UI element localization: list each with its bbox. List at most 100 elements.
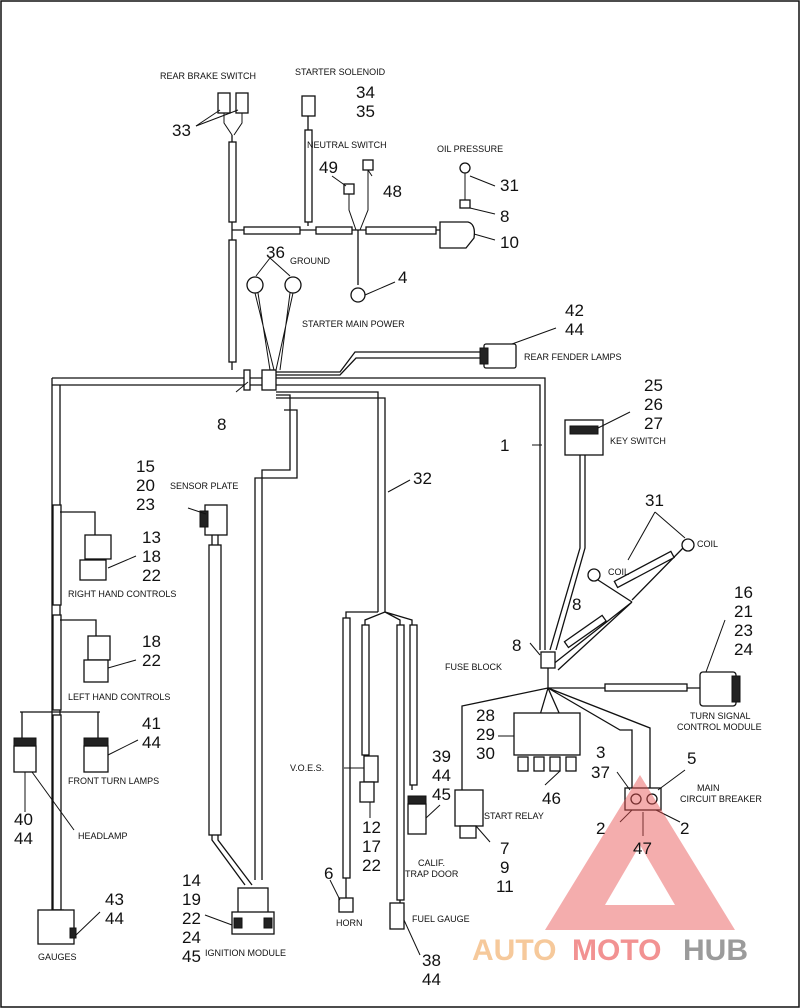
callout-33: 33 xyxy=(172,121,191,140)
label-front-turn-lamps: FRONT TURN LAMPS xyxy=(68,776,159,786)
watermark-triangle xyxy=(545,775,735,930)
callout-gauges-1: 43 xyxy=(105,890,124,909)
callout-solenoid-2: 35 xyxy=(356,102,375,121)
callout-calif-3: 45 xyxy=(432,785,451,804)
callout-ign-3: 22 xyxy=(182,909,201,928)
label-coil-b: COIL xyxy=(608,567,629,577)
callout-relay-3: 11 xyxy=(496,877,514,896)
key-switch-body xyxy=(564,419,604,456)
callout-turn-3: 23 xyxy=(734,621,753,640)
oil-pressure-sender xyxy=(439,221,476,249)
callout-calif-2: 44 xyxy=(432,766,451,785)
callout-key-1: 25 xyxy=(644,376,663,395)
callout-4: 4 xyxy=(398,268,407,287)
oil-pressure-terminal xyxy=(459,162,471,174)
callout-fender-2: 44 xyxy=(565,320,584,339)
callout-fuel-2: 44 xyxy=(422,970,441,989)
callout-relay-1: 7 xyxy=(500,839,509,858)
callout-relay-2: 9 xyxy=(500,858,509,877)
watermark-auto: AUTO xyxy=(472,934,556,967)
callout-sensor-2: 20 xyxy=(136,476,155,495)
fuel-gauge-connector xyxy=(389,902,405,930)
starter-solenoid xyxy=(301,95,316,117)
callout-voes-1: 12 xyxy=(362,818,381,837)
callout-oil-10: 10 xyxy=(500,233,519,252)
callout-fuse-3: 30 xyxy=(476,744,495,763)
callout-sensor-3: 23 xyxy=(136,495,155,514)
callout-solenoid-1: 34 xyxy=(356,83,375,102)
gauges-connector xyxy=(37,909,75,945)
callout-48: 48 xyxy=(383,182,402,201)
callout-fuse-8: 8 xyxy=(512,636,521,655)
label-key-switch: KEY SWITCH xyxy=(610,436,666,446)
callout-turn-2: 21 xyxy=(734,602,753,621)
ground-ring-left xyxy=(246,276,264,294)
starter-main-power-terminal xyxy=(350,287,366,303)
label-main-cb-1: MAIN xyxy=(697,783,720,793)
label-starter-main-power: STARTER MAIN POWER xyxy=(302,319,405,329)
callout-coil-31: 31 xyxy=(645,491,664,510)
label-starter-solenoid: STARTER SOLENOID xyxy=(295,67,386,77)
label-headlamp: HEADLAMP xyxy=(78,831,128,841)
label-rear-brake-switch: REAR BRAKE SWITCH xyxy=(160,71,256,81)
callout-fuse-2: 29 xyxy=(476,725,495,744)
neutral-switch-right xyxy=(362,159,374,171)
label-oil-pressure: OIL PRESSURE xyxy=(437,144,503,154)
callout-sensor-1: 15 xyxy=(136,457,155,476)
callout-cb-2r: 2 xyxy=(680,819,689,838)
callout-cb-2l: 2 xyxy=(596,819,605,838)
top-harness xyxy=(195,92,496,370)
callout-36: 36 xyxy=(266,243,285,262)
label-turn-signal-2: CONTROL MODULE xyxy=(677,722,762,732)
coil-terminal-left xyxy=(587,568,601,582)
callout-gauges-2: 44 xyxy=(105,909,124,928)
calif-trap-door-connector xyxy=(407,803,427,835)
label-neutral-switch: NEUTRAL SWITCH xyxy=(307,140,387,150)
callout-6: 6 xyxy=(324,864,333,883)
callout-turn-4: 24 xyxy=(734,640,753,659)
callout-ign-2: 19 xyxy=(182,890,201,909)
callout-ign-1: 14 xyxy=(182,871,201,890)
label-calif-1: CALIF. xyxy=(418,858,445,868)
callout-ft-2: 44 xyxy=(142,733,161,752)
callout-coil-8: 8 xyxy=(572,595,581,614)
coil-leads xyxy=(551,511,695,671)
callout-voes-3: 22 xyxy=(362,856,381,875)
callout-46: 46 xyxy=(542,789,561,808)
callout-rh-3: 22 xyxy=(142,566,161,585)
fuse-junction xyxy=(461,642,700,790)
callout-key-2: 26 xyxy=(644,395,663,414)
callout-32: 32 xyxy=(413,469,432,488)
label-gauges: GAUGES xyxy=(38,952,77,962)
callout-1: 1 xyxy=(500,436,509,455)
callout-oil-8: 8 xyxy=(500,207,509,226)
left-hand-controls-connector xyxy=(87,635,111,661)
callout-rh-1: 13 xyxy=(142,528,161,547)
label-calif-2: TRAP DOOR xyxy=(405,869,459,879)
callout-ign-5: 45 xyxy=(182,947,201,966)
label-fuse-block: FUSE BLOCK xyxy=(445,662,502,672)
callout-ft-1: 41 xyxy=(142,714,161,733)
right-hand-controls-connector xyxy=(84,534,112,560)
label-sensor-plate: SENSOR PLATE xyxy=(170,481,238,491)
callout-oil-31: 31 xyxy=(500,176,519,195)
callout-main-8: 8 xyxy=(217,415,226,434)
callout-rh-2: 18 xyxy=(142,547,161,566)
label-ignition-module: IGNITION MODULE xyxy=(205,948,286,958)
ground-ring-right xyxy=(284,276,302,294)
callout-voes-2: 17 xyxy=(362,837,381,856)
callout-fuse-1: 28 xyxy=(476,706,495,725)
turn-signal-control-module xyxy=(699,671,737,707)
label-left-hand-controls: LEFT HAND CONTROLS xyxy=(68,692,170,702)
callout-turn-1: 16 xyxy=(734,583,753,602)
callout-fuel-1: 38 xyxy=(422,951,441,970)
callout-lh-2: 22 xyxy=(142,651,161,670)
voes-connector xyxy=(363,755,379,783)
coil-terminal-right xyxy=(681,538,695,552)
watermark: AUTO MOTO HUB xyxy=(472,775,748,967)
callout-lh-1: 18 xyxy=(142,632,161,651)
callout-49: 49 xyxy=(319,158,338,177)
front-turn-lamps-connector xyxy=(83,745,109,773)
component-labels: REAR BRAKE SWITCH STARTER SOLENOID NEUTR… xyxy=(38,67,762,962)
